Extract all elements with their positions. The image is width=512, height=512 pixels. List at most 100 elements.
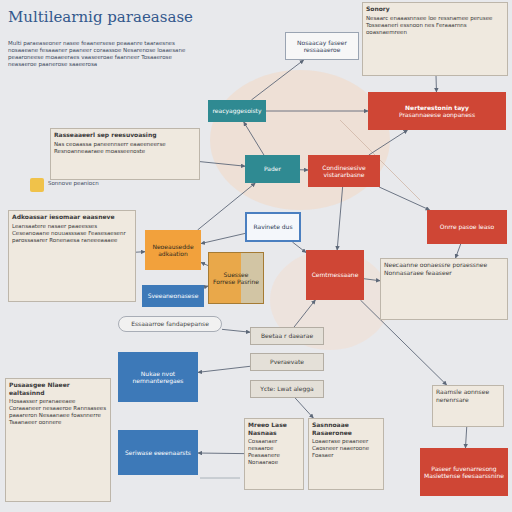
connector-group <box>136 251 145 253</box>
node-text: Essaaarroe fandapepanse <box>122 320 218 328</box>
process-box: Pveraevate <box>250 353 324 371</box>
node-text: Onrre pasoe leaso <box>430 223 504 231</box>
node-text: Cosaanaer nesaaroe Peasaanere Nonaaraoe <box>248 438 300 466</box>
connector-group <box>201 262 208 265</box>
arrow-connector <box>198 366 250 372</box>
connector-group <box>266 111 368 112</box>
text-panel: Pusaasgee Nlaeer ealtasinndHosaasser per… <box>5 378 111 502</box>
connector-group <box>337 187 342 250</box>
arrow-connector <box>300 169 308 170</box>
process-box: Ycte: Lwat alegga <box>250 380 324 398</box>
connector-group <box>295 398 313 418</box>
text-panel: Mreeo Lase NasnaasCosaanaer nesaaroe Pea… <box>244 418 304 490</box>
connector-group <box>294 300 315 327</box>
note-text: Sonnove peaniocn <box>48 180 108 187</box>
node-text: Nas ceoaassa paneennserr eaaeeneerse Res… <box>54 141 196 155</box>
arrow-connector <box>337 187 342 250</box>
process-box: Nosaacay faseer ressaaaeroe <box>285 32 359 60</box>
arrow-connector <box>292 242 306 253</box>
process-box: Pader <box>245 155 300 183</box>
arrow-connector <box>436 76 437 92</box>
node-text: Ravinete dus <box>250 223 296 231</box>
process-box: Beetaa r daearae <box>250 327 324 345</box>
text-panel: Neecaanne oonaessre poraessnee Nonnasara… <box>380 258 508 320</box>
connector-group <box>465 427 466 448</box>
note-icon <box>30 178 44 192</box>
text-panel: Adkoassar iesomaar eaasneveLeansaatere n… <box>8 210 136 302</box>
process-box: Paseer fuvenarresong Masiettense feesaar… <box>420 448 508 496</box>
arrow-connector <box>369 130 408 155</box>
node-text: reacyaggesoisty <box>211 107 263 115</box>
node-heading: Rasseaaeerl sep reesuvoasing <box>54 131 196 139</box>
node-text: Hosaasser peranaeeaee Coraaaneer nesaaer… <box>9 398 107 426</box>
arrow-connector <box>136 251 145 253</box>
node-heading: Adkoassar iesomaar eaasneve <box>12 213 132 221</box>
process-box: Condinesesive vistararbasne <box>308 155 380 187</box>
process-box: Suessee Forrese Pasrine <box>208 252 264 304</box>
arrow-connector <box>266 111 368 112</box>
leader-line <box>200 478 240 479</box>
node-text: Beetaa r daearae <box>254 332 320 340</box>
connector-group <box>436 76 437 92</box>
arrow-connector <box>222 329 250 332</box>
process-box: Essaaarroe fandapepanse <box>118 316 222 332</box>
connector-group <box>369 130 408 155</box>
node-text: Seriwase eeeenaarsts <box>121 449 195 457</box>
arrow-connector <box>294 300 315 327</box>
text-panel: Sasnnoaae RasaeroneeLoaaerase peaaneer C… <box>308 418 384 490</box>
connector-group <box>456 244 461 258</box>
process-box: Ravinete dus <box>245 212 301 242</box>
arrow-connector <box>379 187 430 210</box>
process-box: Nukae nvot nemnanteregaes <box>118 352 198 402</box>
connector-group <box>292 242 306 253</box>
node-text: Sveeaneonasese <box>145 292 201 300</box>
process-box: Neoeausedde adkaation <box>145 230 201 270</box>
node-heading: Nerterestonin tayy <box>371 104 503 112</box>
diagram-title: Multilearnig paraeasase <box>8 8 193 26</box>
arrow-connector <box>295 398 313 418</box>
arrow-connector <box>364 279 380 281</box>
node-text: Pveraevate <box>254 358 320 366</box>
connector-group <box>200 162 245 167</box>
connector-group <box>198 453 244 455</box>
arrow-connector <box>456 244 461 258</box>
process-box: Sveeaneonasese <box>142 285 204 307</box>
node-text: Neoeausedde adkaation <box>148 243 198 258</box>
arrow-connector <box>251 60 303 100</box>
node-text: Nukae nvot nemnanteregaes <box>121 370 195 385</box>
text-panel: Raamsle aonnsee nerenrsare <box>432 385 504 427</box>
node-heading: Sonory <box>366 5 504 13</box>
node-text: Loaaerase peaaneer Caosneer naaeroone Fo… <box>312 438 380 459</box>
note-text: Multi paraeaseoner nasee feaanersese pea… <box>8 40 198 68</box>
connector-group <box>244 122 264 155</box>
connector-group <box>198 366 250 372</box>
node-text: Leansaatere nasaer paaeesses Ceseanoaane… <box>12 223 132 244</box>
connector-group <box>300 169 308 170</box>
arrow-connector <box>198 453 244 455</box>
glow-shape <box>210 70 390 210</box>
node-heading: Pusaasgee Nlaeer ealtasinnd <box>9 381 107 396</box>
node-text: Ycte: Lwat alegga <box>254 385 320 393</box>
text-panel: Rasseaaeerl sep reesuvoasingNas ceoaassa… <box>50 128 200 180</box>
process-box: reacyaggesoisty <box>208 100 266 122</box>
node-heading: Mreeo Lase Nasnaas <box>248 421 300 436</box>
node-text: Nesaarc enaaasnnsee loe ressnamee peruse… <box>366 15 504 36</box>
connector-group <box>222 329 250 332</box>
connector-group <box>201 233 245 243</box>
node-text: Raamsle aonnsee nerenrsare <box>436 388 500 403</box>
process-box: Cemtmessaane <box>306 250 364 300</box>
process-box: Onrre pasoe leaso <box>427 210 507 244</box>
node-text: Neecaanne oonaessre poraessnee Nonnasara… <box>384 261 504 276</box>
arrow-connector <box>201 233 245 243</box>
arrow-connector <box>244 122 264 155</box>
arrow-connector <box>465 427 466 448</box>
arrow-connector <box>201 262 208 265</box>
node-text: Paseer fuvenarresong Masiettense feesaar… <box>423 465 505 480</box>
node-text: Pader <box>248 165 297 173</box>
node-text: Suessee Forrese Pasrine <box>212 271 260 286</box>
connector-group <box>379 187 430 210</box>
process-box: Nerterestonin tayyPrasannaeese aonpaness <box>368 92 506 130</box>
process-box: Seriwase eeeenaarsts <box>118 430 198 475</box>
node-heading: Sasnnoaae Rasaeronee <box>312 421 380 436</box>
connector-group <box>364 279 380 281</box>
